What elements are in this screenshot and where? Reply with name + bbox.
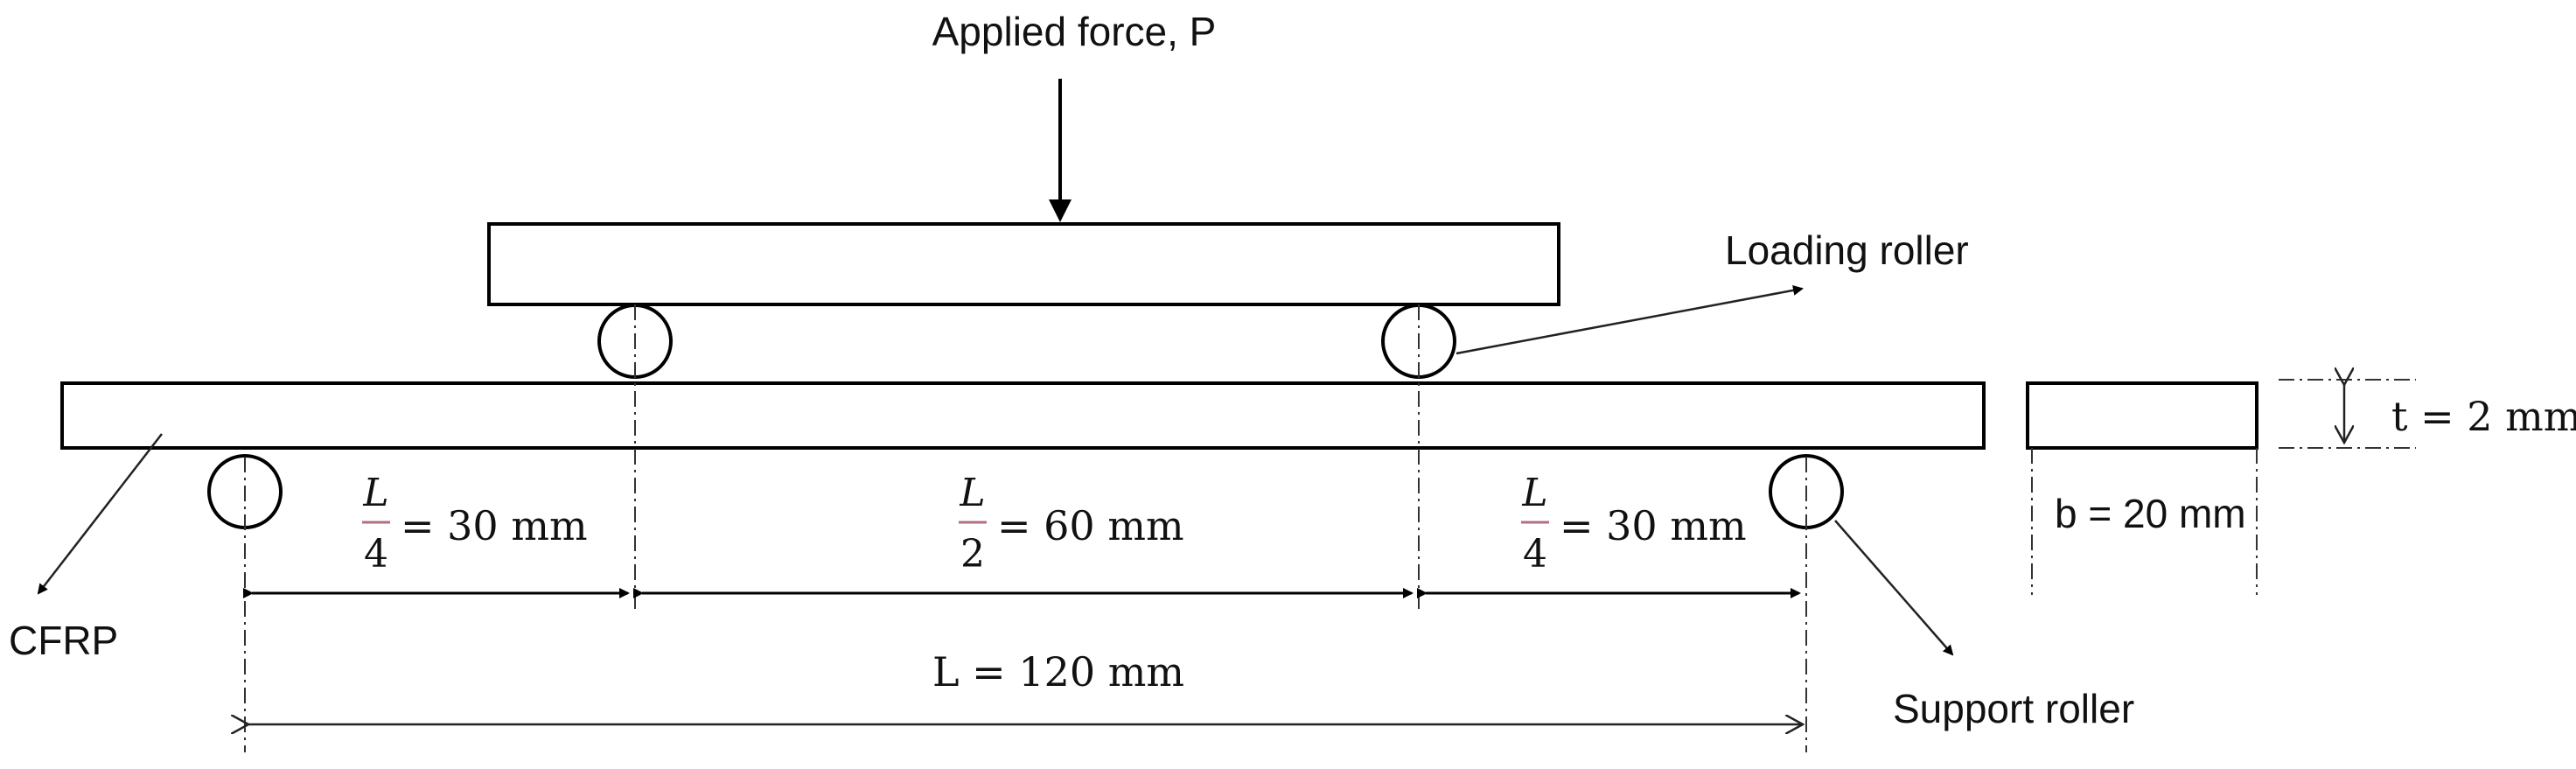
cfrp-leader — [37, 433, 163, 595]
loading-roller-label: Loading roller — [1725, 227, 1969, 273]
support-roller-leader — [1834, 520, 1954, 656]
right-quarter-numerator: L — [1521, 471, 1547, 515]
width-label: b = 20 mm — [2055, 491, 2246, 536]
total-span-label: L = 120 mm — [932, 648, 1184, 696]
right-quarter-label: L 4 = 30 mm — [1521, 471, 1747, 577]
middle-half-numerator: L — [959, 471, 985, 515]
middle-half-denominator: 2 — [960, 532, 985, 577]
left-quarter-value: = 30 mm — [401, 502, 588, 549]
middle-half-value: = 60 mm — [997, 502, 1184, 549]
cfrp-label: CFRP — [9, 618, 118, 663]
left-quarter-denominator: 4 — [364, 532, 388, 577]
support-roller-label: Support roller — [1893, 686, 2134, 731]
right-quarter-value: = 30 mm — [1560, 502, 1747, 549]
applied-force-label: Applied force, P — [932, 9, 1217, 54]
left-quarter-numerator: L — [362, 471, 388, 515]
loading-bar — [487, 222, 1560, 306]
cfrp-specimen — [60, 381, 1986, 450]
loading-roller-leader — [1456, 284, 1804, 355]
cross-section — [2026, 381, 2258, 450]
left-quarter-label: L 4 = 30 mm — [362, 471, 588, 577]
middle-half-label: L 2 = 60 mm — [959, 471, 1184, 577]
thickness-label: t = 2 mm — [2391, 393, 2576, 440]
right-quarter-denominator: 4 — [1523, 532, 1547, 577]
